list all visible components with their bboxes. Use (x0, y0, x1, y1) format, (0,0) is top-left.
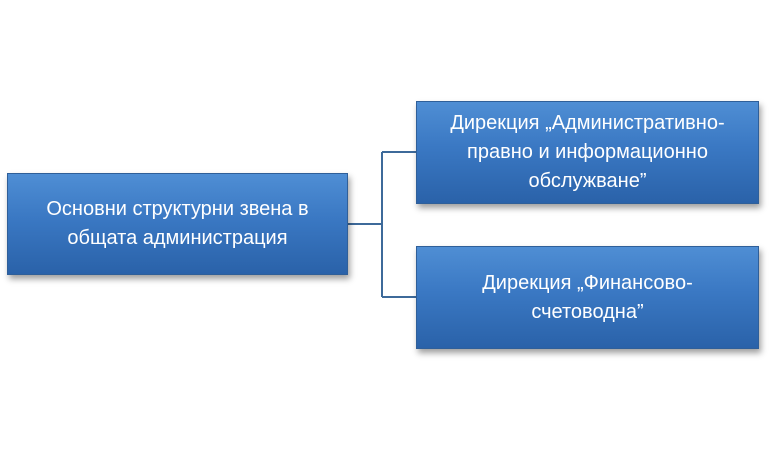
child-node-financial-accounting: Дирекция „Финансово-счетоводна” (416, 246, 759, 349)
child-node-label: Дирекция „Административно-правно и инфор… (450, 112, 725, 192)
child-node-label: Дирекция „Финансово-счетоводна” (482, 271, 693, 323)
root-node: Основни структурни звена в общата админи… (7, 173, 348, 275)
child-node-administrative-legal: Дирекция „Административно-правно и инфор… (416, 101, 759, 204)
root-node-label: Основни структурни звена в общата админи… (46, 198, 309, 249)
